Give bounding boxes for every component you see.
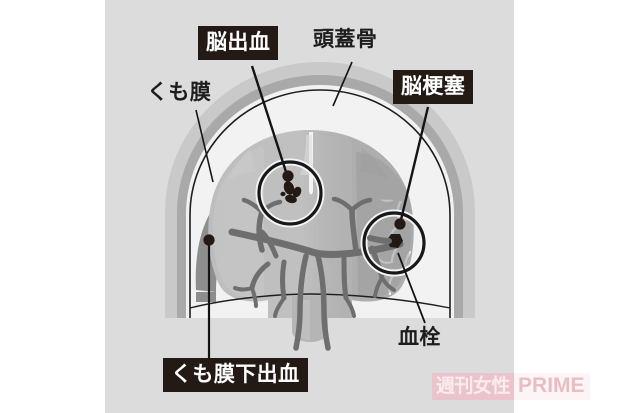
leader-skull [332, 61, 353, 107]
leader-arachnoid [195, 109, 214, 183]
label-cerebral-infarction: 脳梗塞 [393, 70, 474, 104]
dot-infarction [394, 218, 406, 230]
watermark: 週刊女性 PRIME [432, 373, 590, 400]
label-thrombus: 血栓 [398, 325, 441, 349]
hemorrhage-blobs [280, 181, 302, 204]
thrombus-blob [387, 234, 403, 248]
skull-base-line [189, 293, 451, 309]
dot-brain-hemorrhage [282, 170, 294, 182]
label-arachnoid: くも膜 [147, 80, 212, 104]
leader-lines [195, 61, 430, 358]
cerebral-artery-tree [228, 196, 404, 351]
leader-brain-hemorrhage [250, 65, 289, 176]
watermark-en-text: PRIME [514, 373, 590, 400]
label-skull: 頭蓋骨 [313, 27, 378, 51]
brain-hemorrhage-marker [255, 158, 325, 228]
dot-sah [203, 234, 215, 246]
watermark-jp-text: 週刊女性 [432, 373, 515, 400]
label-brain-hemorrhage: 脳出血 [198, 26, 279, 60]
label-subarachnoid-hemorrhage: くも膜下出血 [163, 358, 308, 392]
cerebral-infarction-marker [360, 209, 428, 277]
cranial-cavity-outline [189, 89, 451, 318]
leader-endpoint-dots [203, 170, 406, 246]
leader-infarction [398, 106, 430, 225]
leader-thrombus [397, 252, 426, 324]
